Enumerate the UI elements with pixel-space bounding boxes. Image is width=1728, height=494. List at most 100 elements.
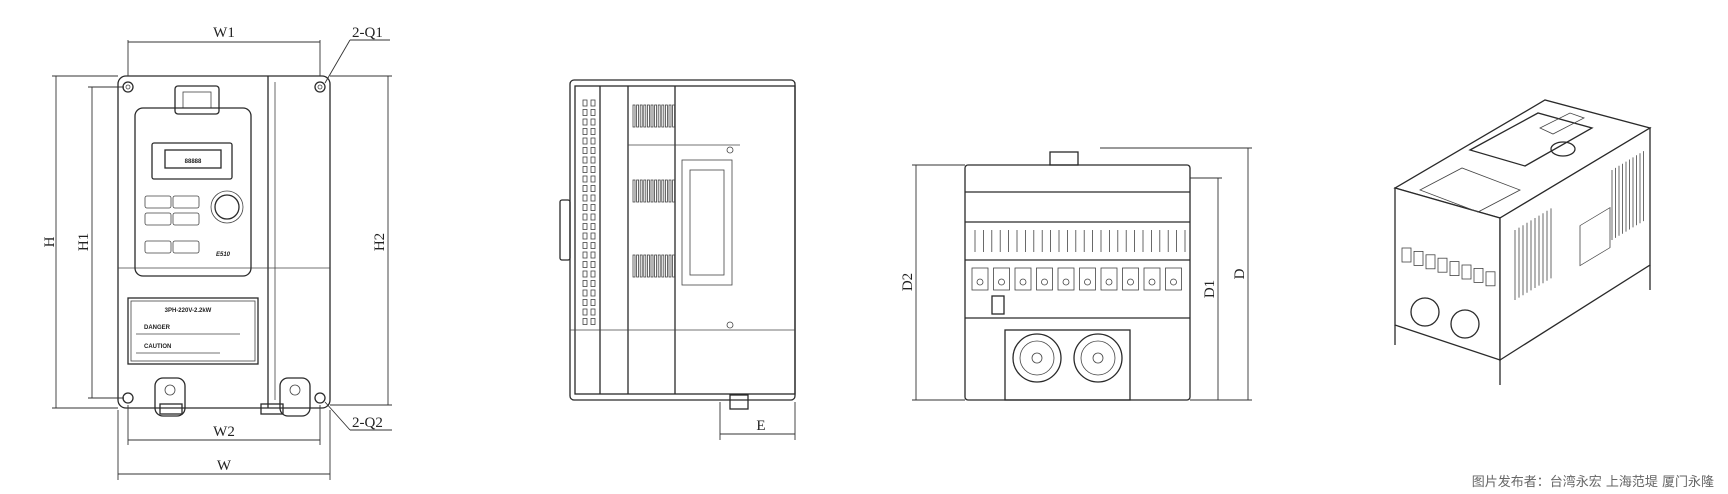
vent-slot <box>582 318 588 325</box>
vent-slot <box>654 254 657 278</box>
terminal-screw <box>976 278 984 286</box>
bottom-dimensions: D2 D1 D <box>900 147 1252 401</box>
vent-slot <box>590 318 596 325</box>
vent-slot <box>582 109 588 116</box>
vent-slot <box>582 175 588 183</box>
vent-slot <box>668 104 672 128</box>
bottom-view <box>964 151 1191 401</box>
terminal-block <box>1057 267 1075 291</box>
speed-knob <box>214 194 240 220</box>
dim-h2: H2 <box>372 233 388 251</box>
vent-slot <box>590 137 596 145</box>
vent-slot <box>672 254 675 278</box>
vent-slot <box>582 242 588 249</box>
vent-slot <box>668 254 672 278</box>
dim-h1: H1 <box>76 233 92 251</box>
vent-slot <box>672 104 675 128</box>
vent-slot <box>639 104 643 128</box>
vent-slot <box>582 289 588 297</box>
vent-slot <box>590 128 596 135</box>
vent-slot <box>582 137 588 145</box>
vent-slot <box>654 104 657 128</box>
vent-slot <box>643 104 647 128</box>
terminal-block <box>971 267 989 291</box>
vent-slot <box>582 213 588 221</box>
vent-slot <box>590 194 596 202</box>
vent-slot <box>650 104 654 128</box>
terminal-block <box>1437 257 1448 273</box>
vent-slot <box>665 179 668 203</box>
vent-slot <box>590 289 596 297</box>
vent-slot <box>632 104 636 128</box>
vent-slot <box>582 270 588 278</box>
vent-slot <box>582 261 588 268</box>
vent-slot <box>590 175 596 183</box>
terminal-block <box>1036 267 1053 291</box>
vent-slot <box>590 109 596 116</box>
vent-slot <box>582 280 588 287</box>
dim-q2: 2-Q2 <box>352 415 383 431</box>
vent-slot <box>582 156 588 164</box>
vent-slot <box>590 232 596 240</box>
terminal-block <box>1143 267 1161 291</box>
caution-title: CAUTION <box>144 344 171 350</box>
terminal-block <box>1449 261 1460 277</box>
terminal-block <box>1100 267 1118 291</box>
vent-slot <box>643 254 647 278</box>
vent-slot <box>636 254 639 278</box>
vent-slot <box>582 204 588 211</box>
vent-slot <box>661 254 665 278</box>
terminal-block <box>993 267 1010 291</box>
vent-slot <box>590 166 596 173</box>
terminal-block <box>1014 267 1032 291</box>
vent-slot <box>636 179 639 203</box>
rating-label: 3PH-220V-2.2kW <box>165 308 212 314</box>
terminal-block <box>1485 271 1496 287</box>
terminal-screw <box>1084 278 1091 286</box>
vent-slot <box>590 213 596 221</box>
vent-slot <box>650 254 654 278</box>
terminal-screw <box>1105 278 1113 286</box>
vent-slot <box>665 254 668 278</box>
front-dimensions: W1 2-Q1 H H1 H2 W2 W 2-Q2 <box>42 25 392 480</box>
front-view: 88888 E510 3PH-220V-2.2kW DANGER CAUTION <box>117 75 331 417</box>
terminal-block <box>1461 264 1472 280</box>
image-credit: 图片发布者：台湾永宏 上海范堤 厦门永隆 <box>1471 475 1714 490</box>
vent-slot <box>582 223 588 230</box>
vent-slot <box>582 118 588 126</box>
vent-slot <box>590 242 596 249</box>
terminal-screw <box>1148 278 1156 286</box>
dim-d1: D1 <box>1202 280 1218 298</box>
dim-w2: W2 <box>213 424 235 440</box>
dim-q1: 2-Q1 <box>352 25 383 41</box>
dim-w1: W1 <box>213 25 235 41</box>
vent-slot <box>582 147 588 154</box>
vent-slot <box>643 179 647 203</box>
danger-title: DANGER <box>144 325 171 331</box>
vent-slot <box>647 254 650 278</box>
vent-slot <box>665 104 668 128</box>
vent-slot <box>657 254 661 278</box>
vent-slot <box>647 104 650 128</box>
vent-slot <box>657 104 661 128</box>
terminal-screw <box>1062 278 1070 286</box>
vent-slot <box>661 179 665 203</box>
vent-slot <box>582 194 588 202</box>
display-digits: 88888 <box>185 159 202 165</box>
dim-w: W <box>217 458 232 474</box>
vent-slot <box>672 179 675 203</box>
dim-d: D <box>1232 268 1248 279</box>
vent-slot <box>639 179 643 203</box>
vent-slot <box>654 179 657 203</box>
vent-slot <box>632 179 636 203</box>
side-dimensions: E <box>719 402 796 440</box>
vent-slot <box>590 270 596 278</box>
vent-slot <box>657 179 661 203</box>
vent-slot <box>590 156 596 164</box>
terminal-block <box>1413 250 1424 266</box>
vent-slot <box>582 185 588 192</box>
vent-slot <box>582 99 588 107</box>
dim-e: E <box>756 418 765 434</box>
vent-slot <box>590 261 596 268</box>
